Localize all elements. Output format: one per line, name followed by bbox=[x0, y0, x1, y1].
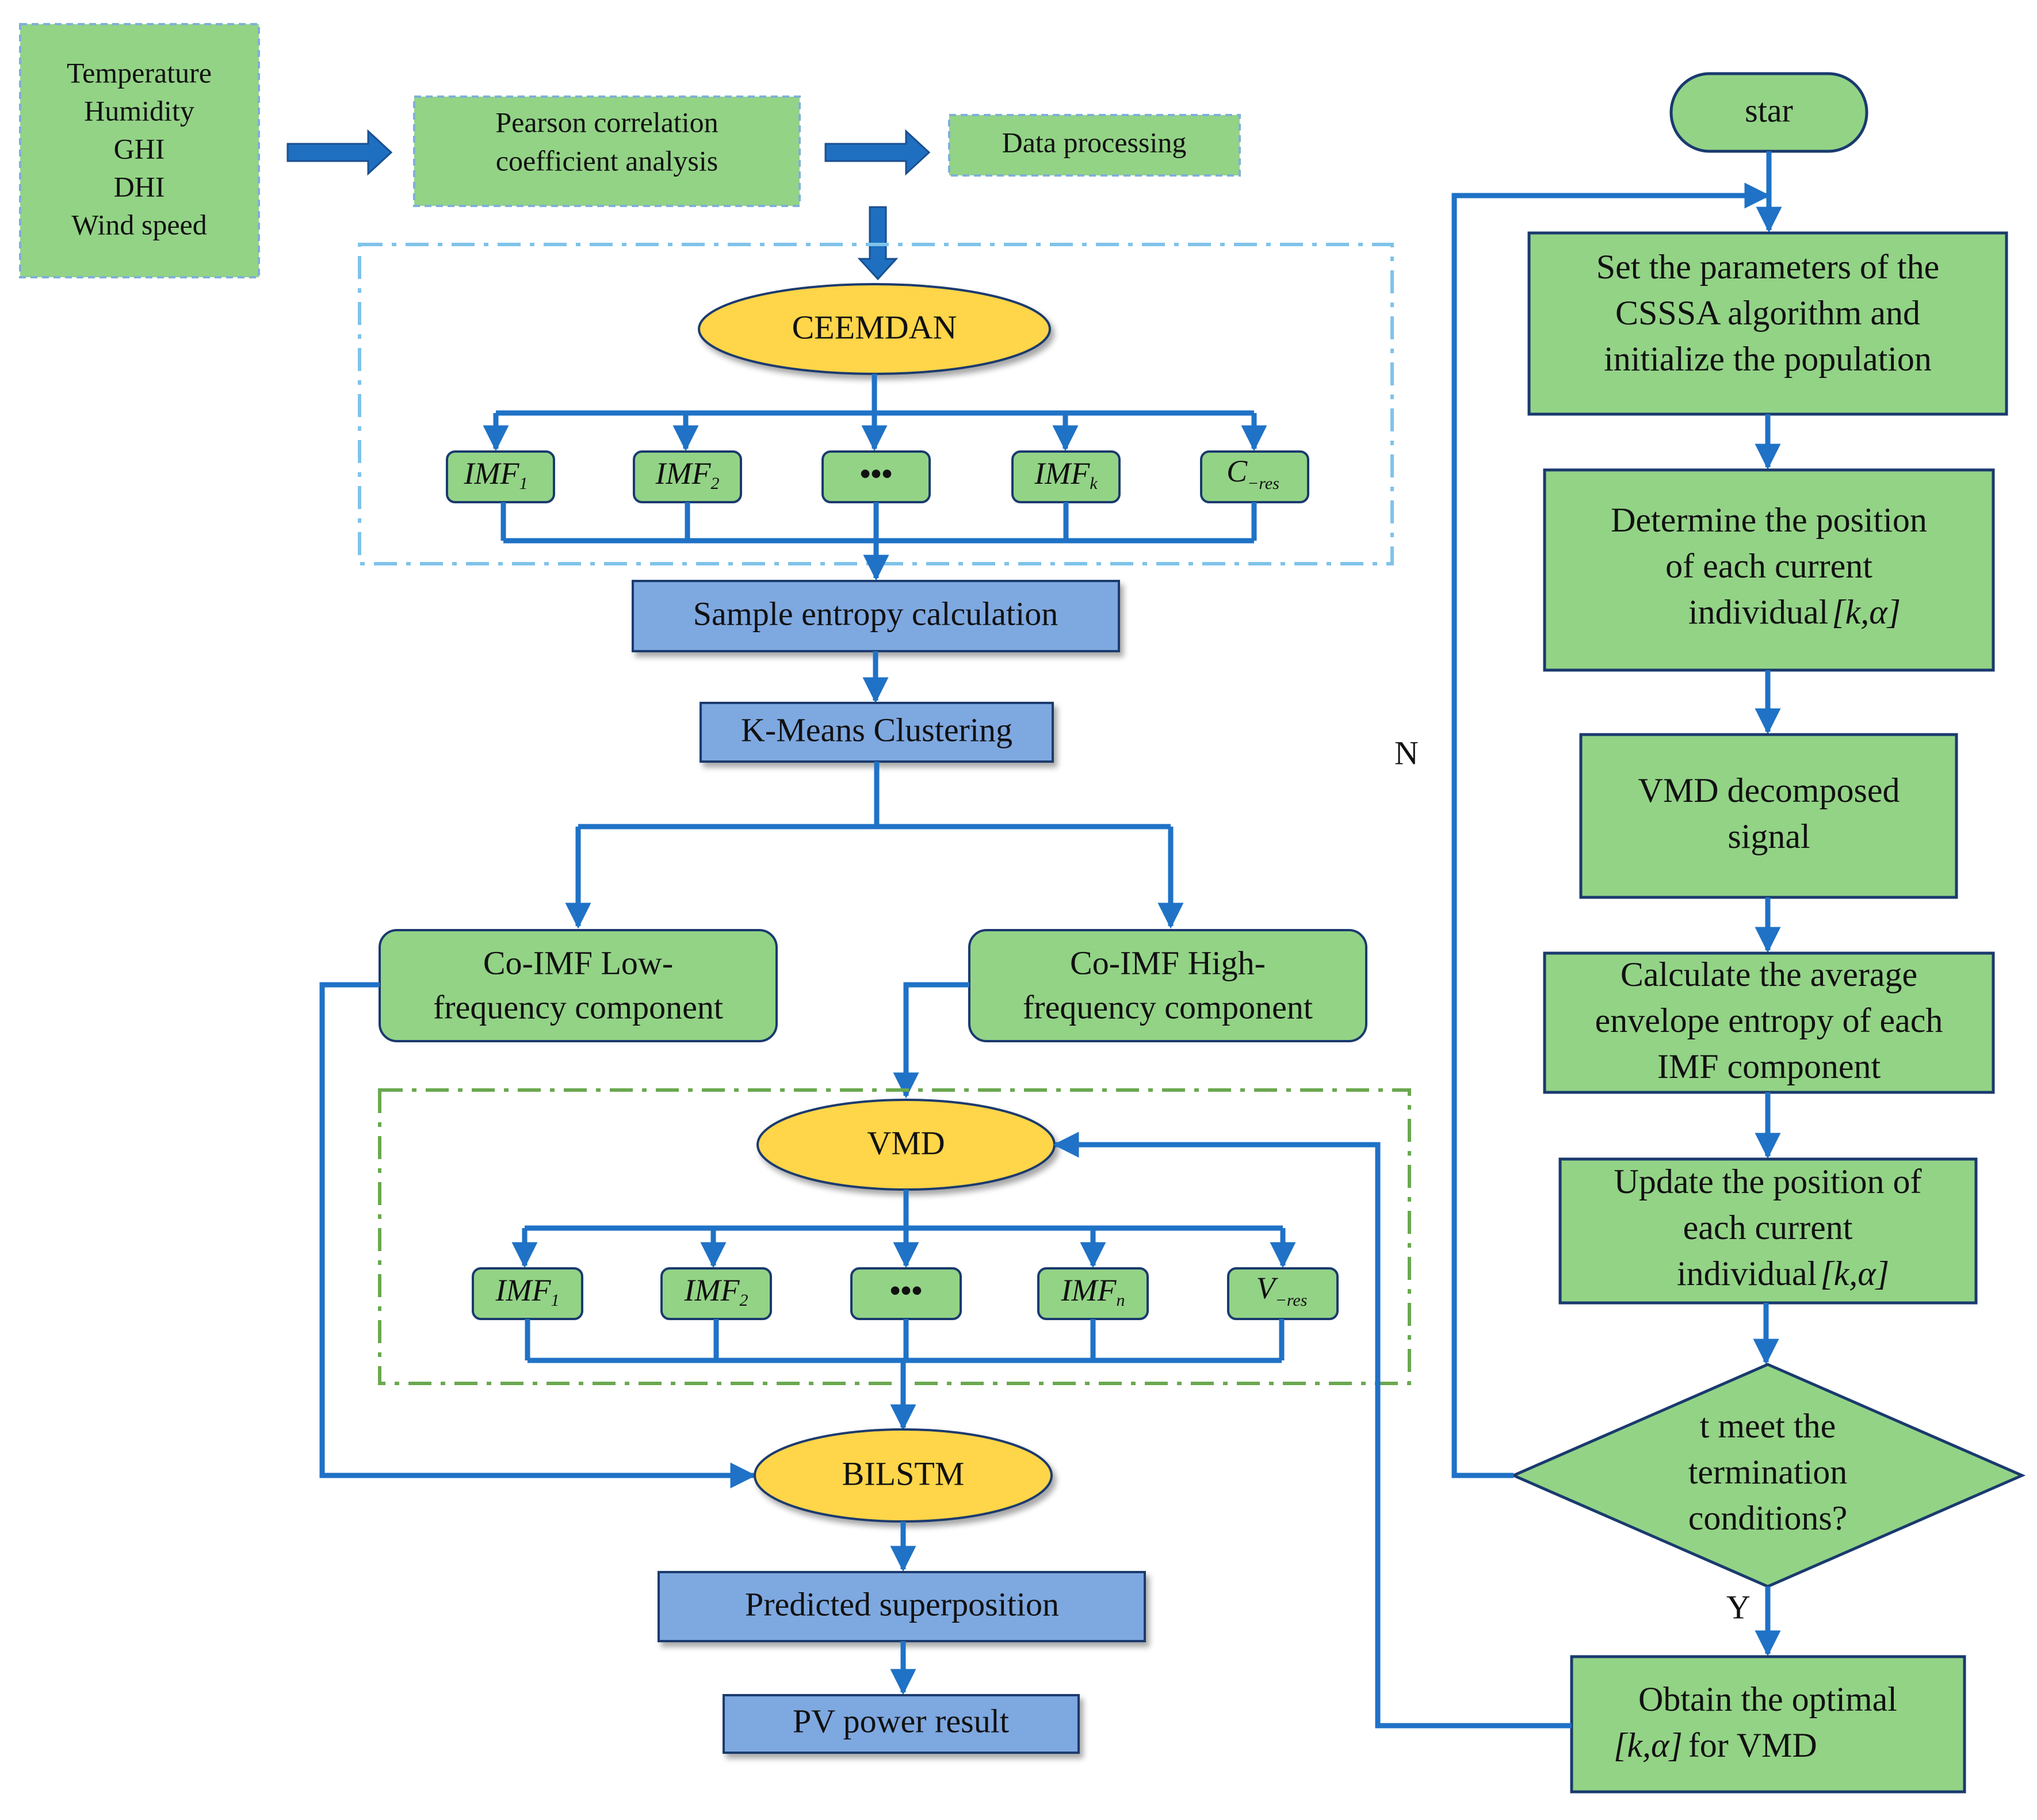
high-freq-line-1: Co-IMF High- bbox=[1070, 944, 1266, 981]
vmd-split-line bbox=[525, 1190, 1283, 1231]
input-dhi: DHI bbox=[114, 170, 165, 202]
termination-decision: t meet the termination conditions? bbox=[1509, 1363, 2026, 1588]
svg-text:termination: termination bbox=[1688, 1453, 1848, 1491]
svg-text:IMF2: IMF2 bbox=[684, 1273, 748, 1310]
arrow-high-freq-to-vmd bbox=[893, 982, 969, 1099]
svg-text:C−res: C−res bbox=[1226, 454, 1279, 493]
ceemdan-imf-k: IMFk bbox=[1011, 450, 1121, 503]
vmd-imf-n: IMFn bbox=[1037, 1267, 1149, 1320]
pv-result-box bbox=[723, 1694, 1080, 1754]
input-wind-speed: Wind speed bbox=[71, 208, 207, 240]
sample-entropy-label: Sample entropy calculation bbox=[693, 595, 1058, 632]
ceemdan-imf-dots: ••• bbox=[821, 450, 931, 503]
low-freq-line-2: frequency component bbox=[433, 988, 723, 1026]
no-label: N bbox=[1394, 734, 1419, 771]
high-freq-line-2: frequency component bbox=[1023, 988, 1313, 1026]
svg-text:Set the parameters of the: Set the parameters of the bbox=[1596, 248, 1939, 286]
svg-text:Calculate the average: Calculate the average bbox=[1621, 955, 1917, 993]
vmd-label: VMD bbox=[867, 1124, 945, 1161]
vmd-imf-dots: ••• bbox=[850, 1267, 962, 1320]
input-ghi: GHI bbox=[114, 132, 165, 165]
ceemdan-split-line bbox=[496, 374, 1254, 416]
svg-text:of each current: of each current bbox=[1665, 547, 1872, 585]
vmd-imf-2: IMF2 bbox=[660, 1267, 772, 1320]
arrow-optimal-to-vmd bbox=[1053, 1131, 1572, 1729]
low-frequency-box: Co-IMF Low- frequency component bbox=[379, 929, 778, 1042]
vmd-v-res: V−res bbox=[1227, 1267, 1339, 1320]
kmeans-box bbox=[700, 702, 1054, 763]
svg-text:Determine the position: Determine the position bbox=[1611, 501, 1927, 539]
arrow-pearson-to-processing bbox=[824, 129, 931, 176]
low-freq-line-1: Co-IMF Low- bbox=[483, 944, 673, 981]
svg-text:V−res: V−res bbox=[1256, 1271, 1308, 1310]
svg-text:individual[k,α]: individual[k,α] bbox=[1688, 593, 1901, 631]
bilstm-label: BILSTM bbox=[842, 1455, 965, 1492]
yes-label: Y bbox=[1726, 1588, 1751, 1626]
svg-text:IMF component: IMF component bbox=[1657, 1047, 1881, 1085]
kmeans-label: K-Means Clustering bbox=[741, 711, 1012, 748]
svg-text:IMFk: IMFk bbox=[1034, 456, 1098, 493]
predicted-label: Predicted superposition bbox=[745, 1585, 1059, 1623]
svg-text:IMF1: IMF1 bbox=[464, 456, 528, 493]
pearson-line-1: Pearson correlation bbox=[495, 106, 718, 138]
arrow-inputs-to-pearson bbox=[286, 129, 393, 176]
svg-text:star: star bbox=[1745, 91, 1793, 129]
svg-text:signal: signal bbox=[1728, 817, 1810, 855]
ceemdan-merge-line bbox=[500, 502, 1257, 544]
svg-text:IMF2: IMF2 bbox=[655, 456, 720, 493]
svg-text:IMFn: IMFn bbox=[1061, 1273, 1125, 1310]
ceemdan-imf-2: IMF2 bbox=[633, 450, 742, 503]
pearson-line-2: coefficient analysis bbox=[496, 144, 718, 177]
update-position-box: Update the position of each current indi… bbox=[1558, 1157, 1978, 1305]
input-humidity: Humidity bbox=[84, 94, 194, 127]
kmeans-split-line bbox=[578, 762, 1171, 829]
svg-text:t meet the: t meet the bbox=[1700, 1407, 1836, 1445]
set-parameters-box: Set the parameters of the CSSSA algorith… bbox=[1527, 231, 2008, 416]
start-node: star bbox=[1669, 72, 1868, 153]
svg-text:individual[k,α]: individual[k,α] bbox=[1677, 1255, 1889, 1293]
input-temperature: Temperature bbox=[67, 56, 212, 89]
svg-text:envelope entropy of each: envelope entropy of each bbox=[1595, 1001, 1943, 1039]
ceemdan-group-frame bbox=[358, 243, 1394, 565]
data-processing-label: Data processing bbox=[1002, 126, 1187, 158]
svg-text:CSSSA algorithm and: CSSSA algorithm and bbox=[1615, 294, 1920, 332]
svg-text:[k,α]for VMD: [k,α]for VMD bbox=[1614, 1726, 1817, 1764]
determine-position-box: Determine the position of each current i… bbox=[1543, 468, 1995, 672]
svg-text:•••: ••• bbox=[860, 456, 893, 491]
ceemdan-label: CEEMDAN bbox=[792, 308, 957, 346]
svg-text:Obtain the optimal: Obtain the optimal bbox=[1638, 1680, 1897, 1718]
svg-text:initialize the population: initialize the population bbox=[1604, 340, 1932, 378]
sample-entropy-box bbox=[632, 580, 1120, 652]
envelope-entropy-box: Calculate the average envelope entropy o… bbox=[1543, 951, 1995, 1094]
optimal-params-box: Obtain the optimal [k,α]for VMD bbox=[1570, 1655, 1966, 1794]
arrow-no-loop bbox=[1451, 182, 1771, 1478]
vmd-merge-line bbox=[525, 1319, 1285, 1363]
svg-text:conditions?: conditions? bbox=[1688, 1499, 1848, 1537]
high-frequency-box: Co-IMF High- frequency component bbox=[968, 929, 1367, 1042]
svg-text:Update the position of: Update the position of bbox=[1614, 1163, 1922, 1200]
ceemdan-c-res: C−res bbox=[1200, 450, 1309, 503]
ceemdan-imf-1: IMF1 bbox=[446, 450, 555, 503]
svg-text:VMD decomposed: VMD decomposed bbox=[1638, 771, 1900, 809]
arrow-low-freq-to-bilstm bbox=[319, 982, 756, 1489]
svg-text:•••: ••• bbox=[890, 1273, 923, 1307]
pearson-analysis-box: Pearson correlation coefficient analysis bbox=[413, 95, 801, 207]
svg-text:IMF1: IMF1 bbox=[495, 1273, 560, 1310]
vmd-imf-1: IMF1 bbox=[472, 1267, 583, 1320]
data-processing-box: Data processing bbox=[948, 114, 1241, 177]
input-variables-box: Temperature Humidity GHI DHI Wind speed bbox=[19, 23, 260, 278]
pv-result-label: PV power result bbox=[793, 1702, 1009, 1739]
vmd-signal-box: VMD decomposed signal bbox=[1579, 733, 1958, 899]
svg-text:each current: each current bbox=[1683, 1209, 1853, 1247]
vmd-group-frame bbox=[378, 1088, 1411, 1385]
